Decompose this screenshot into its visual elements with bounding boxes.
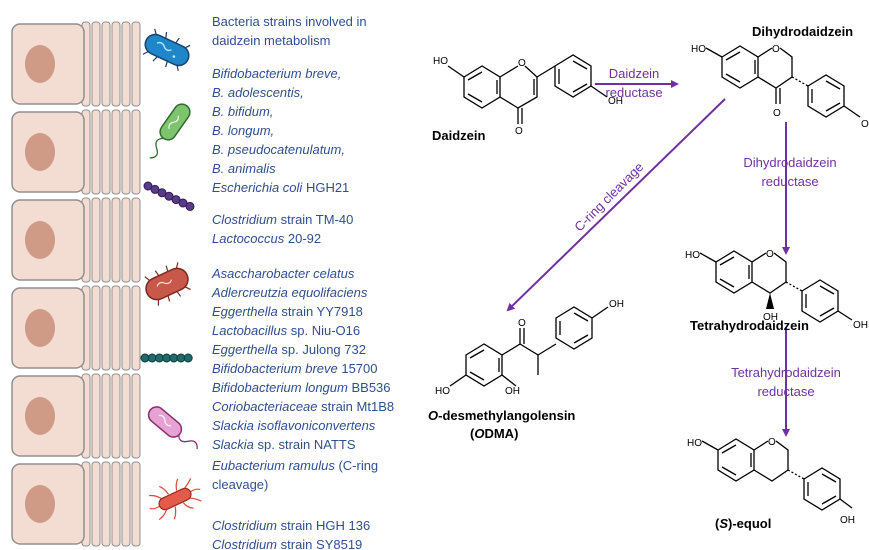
enzyme-daidzein-reductase-line2: reductase — [605, 85, 662, 100]
dhd-keto-o-label: O — [773, 108, 781, 119]
equol-ho-label: HO — [687, 438, 702, 449]
tetrahydrodaidzein-structure: HO O OH OH Tetrahydrodaidzein — [685, 249, 868, 333]
pathway-arrows — [506, 80, 790, 437]
cell-nucleus — [25, 133, 55, 171]
red-rod-bacterium-icon — [144, 262, 191, 306]
strain-group: Bifidobacterium breve, B. adolescentis, B.… — [212, 66, 349, 195]
bacteria-strain-legend: Bacteria strains involved in daidzein me… — [211, 14, 394, 550]
cell-nucleus — [25, 309, 55, 347]
dhd-ho-label: HO — [691, 44, 706, 55]
odma-keto-o-label: O — [518, 318, 526, 329]
cell-nucleus — [25, 221, 55, 259]
daidzein-structure: HO O O OH Daidzein — [432, 54, 623, 143]
strain-line: Eubacterium ramulus (C-ring — [212, 458, 378, 473]
strain-line: Eggerthella sp. Julong 732 — [212, 342, 366, 357]
enzyme-dhd-reductase-line2: reductase — [761, 174, 818, 189]
strain-line: Slackia isoflavoniconvertens — [212, 418, 376, 433]
enzyme-dhd-reductase-line1: Dihydrodaidzein — [743, 155, 836, 170]
strain-line: Lactococcus 20-92 — [212, 231, 321, 246]
strain-line: B. pseudocatenulatum, — [212, 142, 345, 157]
strain-line: Slackia sp. strain NATTS — [212, 437, 356, 452]
strain-line: Clostridium strain HGH 136 — [212, 518, 370, 533]
daidzein-name: Daidzein — [432, 128, 486, 143]
tetrahydrodaidzein-name: Tetrahydrodaidzein — [690, 318, 809, 333]
equol-name: (S)-equol — [715, 516, 771, 531]
odma-name-line2: (ODMA) — [470, 426, 518, 441]
strain-line: B. bifidum, — [212, 104, 273, 119]
odma-oh-label: OH — [505, 386, 520, 397]
strain-line: Clostridium strain TM-40 — [212, 212, 353, 227]
strain-line: Asaccharobacter celatus — [211, 266, 355, 281]
strain-line: Bifidobacterium breve 15700 — [212, 361, 378, 376]
epithelial-cell — [11, 461, 141, 547]
dihydrodaidzein-name: Dihydrodaidzein — [752, 24, 853, 39]
bacteria-icons — [140, 28, 202, 521]
dihydrodaidzein-structure: HO O O O Dihydrodaidzein — [691, 24, 869, 130]
thd-ho-label: HO — [685, 250, 700, 261]
intestinal-epithelium — [11, 21, 141, 547]
thd-oh-label: OH — [853, 320, 868, 331]
red-hairy-bacterium-icon — [149, 478, 202, 521]
enzyme-labels: Daidzein reductase Dihydrodaidzein reduc… — [571, 66, 841, 399]
cell-nucleus — [25, 45, 55, 83]
epithelial-cell — [11, 373, 141, 459]
epithelial-cell — [11, 197, 141, 283]
blue-rod-bacterium-icon — [142, 28, 191, 71]
strain-line: Adlercreutzia equolifaciens — [211, 285, 368, 300]
epithelial-cell — [11, 285, 141, 371]
cell-nucleus — [25, 485, 55, 523]
strain-group: Eubacterium ramulus (C-ring cleavage) — [212, 458, 378, 492]
strain-line: Bifidobacterium longum BB536 — [212, 380, 391, 395]
dhd-oh-label: O — [861, 119, 869, 130]
enzyme-thd-reductase-line1: Tetrahydrodaidzein — [731, 365, 841, 380]
strain-line: cleavage) — [212, 477, 268, 492]
equol-ring-o-label: O — [768, 437, 776, 448]
purple-chain-bacterium-icon — [143, 181, 195, 211]
legend-title-line1: Bacteria strains involved in — [212, 14, 367, 29]
strain-line: Lactobacillus sp. Niu-O16 — [212, 323, 360, 338]
equol-oh-label: OH — [840, 515, 855, 526]
strain-line: Coriobacteriaceae strain Mt1B8 — [212, 399, 394, 414]
odma-para-oh-label: OH — [609, 299, 624, 310]
equol-structure: HO O OH (S)-equol — [687, 437, 855, 531]
pink-rod-bacterium-icon — [147, 406, 198, 450]
odma-structure: O HO OH OH O-desmethylangolensin (ODMA) — [428, 299, 624, 441]
legend-title-line2: daidzein metabolism — [212, 33, 331, 48]
daidzein-ring-o-label: O — [518, 58, 526, 69]
strain-line: Eggerthella strain YY7918 — [212, 304, 363, 319]
thd-ring-o-label: O — [766, 249, 774, 260]
odma-ho-label: HO — [435, 386, 450, 397]
daidzein-keto-o-label: O — [515, 126, 523, 137]
strain-line: B. adolescentis, — [212, 85, 304, 100]
enzyme-thd-reductase-line2: reductase — [757, 384, 814, 399]
strain-line: B. longum, — [212, 123, 274, 138]
daidzein-oh-label: OH — [608, 96, 623, 107]
epithelial-cell — [11, 109, 141, 195]
odma-name-line1: O-desmethylangolensin — [428, 408, 575, 423]
strain-line: Clostridium strain SY8519 — [212, 537, 362, 550]
strain-line: Escherichia coli HGH21 — [212, 180, 349, 195]
enzyme-daidzein-reductase-line1: Daidzein — [609, 66, 660, 81]
strain-groups: Bifidobacterium breve, B. adolescentis, B.… — [211, 66, 394, 550]
thd-4-oh-label: OH — [763, 312, 778, 323]
epithelial-cell — [11, 21, 141, 107]
enzyme-c-ring-cleavage: C-ring cleavage — [571, 159, 646, 234]
dhd-ring-o-label: O — [772, 44, 780, 55]
teal-chain-bacterium-icon — [140, 353, 193, 363]
daidzein-ho-label: HO — [433, 56, 448, 67]
arrow-c-ring-cleavage — [506, 98, 726, 312]
green-rod-bacterium-icon — [149, 103, 191, 159]
strain-line: Bifidobacterium breve, — [212, 66, 341, 81]
cell-nucleus — [25, 397, 55, 435]
strain-line: B. animalis — [212, 161, 276, 176]
